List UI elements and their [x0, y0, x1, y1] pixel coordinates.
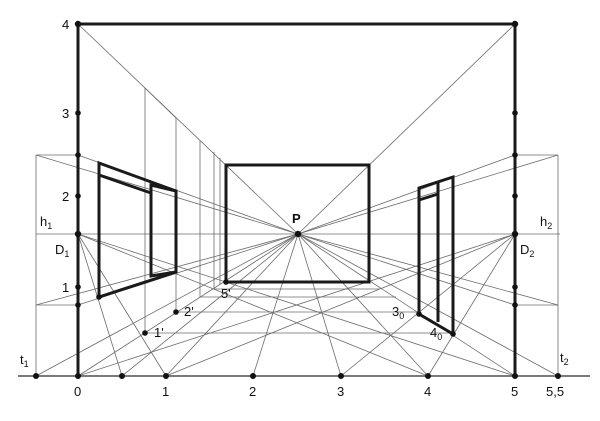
- vanishing-ray: [297, 233, 342, 377]
- point: [119, 373, 125, 379]
- vanishing-ray: [297, 154, 559, 235]
- label-5-prime: 5': [221, 286, 231, 301]
- construction-points: [33, 20, 561, 379]
- vanishing-ray: [252, 233, 299, 377]
- label-2-prime: 2': [184, 304, 194, 319]
- vanishing-ray: [297, 233, 516, 377]
- point: [75, 284, 81, 290]
- ceiling-line: [144, 87, 177, 119]
- base-label-5-5: 5,5: [546, 384, 564, 399]
- vanishing-ray: [121, 233, 299, 377]
- point: [425, 373, 431, 379]
- left-window-outer: [97, 160, 178, 300]
- left-window-edge: [98, 173, 152, 195]
- point: [223, 279, 229, 285]
- label-p: P: [292, 211, 301, 226]
- base-label-5: 5: [511, 384, 518, 399]
- distance-diagonal: [340, 233, 516, 377]
- vanishing-ray: [35, 233, 299, 306]
- vanishing-ray: [297, 233, 429, 377]
- label-t2: t2: [560, 350, 569, 367]
- label-3-0: 30: [392, 304, 404, 321]
- base-label-1: 1: [162, 384, 169, 399]
- point: [250, 373, 256, 379]
- point: [75, 193, 81, 199]
- point: [555, 373, 561, 379]
- back-wall: [224, 163, 371, 284]
- left-scale-label-4: 4: [62, 17, 69, 32]
- label-1-prime: 1': [154, 325, 164, 340]
- distance-diagonal: [165, 233, 516, 377]
- point: [75, 152, 81, 158]
- point: [33, 373, 39, 379]
- point: [512, 110, 518, 116]
- point: [75, 110, 81, 116]
- point: [512, 152, 518, 158]
- left-scale-label-3: 3: [62, 106, 69, 121]
- point: [511, 230, 519, 238]
- point: [142, 330, 148, 336]
- vanishing-ray: [297, 154, 516, 235]
- point: [512, 302, 518, 308]
- labels: P h1 D1 h2 D2 t1 t2 1 2 3 4 0 1 2 3 4 5 …: [20, 17, 569, 399]
- point: [511, 20, 519, 28]
- point: [294, 230, 302, 238]
- point: [75, 373, 81, 379]
- left-scale-label-2: 2: [62, 189, 69, 204]
- point: [512, 373, 518, 379]
- base-label-3: 3: [337, 384, 344, 399]
- label-d1: D1: [55, 242, 69, 259]
- right-window-edge: [418, 192, 439, 202]
- label-h2: h2: [540, 214, 552, 231]
- label-4-0: 40: [430, 325, 442, 342]
- vanishing-ray: [165, 233, 299, 377]
- distance-diagonal: [77, 233, 123, 377]
- point: [74, 20, 82, 28]
- point: [512, 284, 518, 290]
- point: [96, 294, 102, 300]
- vanishing-ray: [35, 233, 299, 377]
- vanishing-ray: [297, 23, 516, 235]
- base-label-0: 0: [74, 384, 81, 399]
- distance-diagonal: [77, 233, 516, 377]
- point: [74, 230, 82, 238]
- point: [416, 311, 422, 317]
- left-window-inner: [149, 183, 178, 278]
- point: [512, 193, 518, 199]
- base-label-2: 2: [249, 384, 256, 399]
- left-scale-label-1: 1: [62, 280, 69, 295]
- point: [450, 331, 456, 337]
- point: [173, 309, 179, 315]
- label-d2: D2: [520, 242, 534, 259]
- point: [338, 373, 344, 379]
- base-label-4: 4: [424, 384, 431, 399]
- distance-diagonal: [77, 233, 167, 377]
- distance-diagonal: [427, 233, 516, 377]
- label-h1: h1: [40, 214, 52, 231]
- point: [75, 302, 81, 308]
- label-t1: t1: [20, 352, 29, 369]
- vanishing-ray: [77, 23, 299, 235]
- construction-lines: [18, 23, 590, 377]
- vanishing-ray: [35, 154, 299, 235]
- point: [163, 373, 169, 379]
